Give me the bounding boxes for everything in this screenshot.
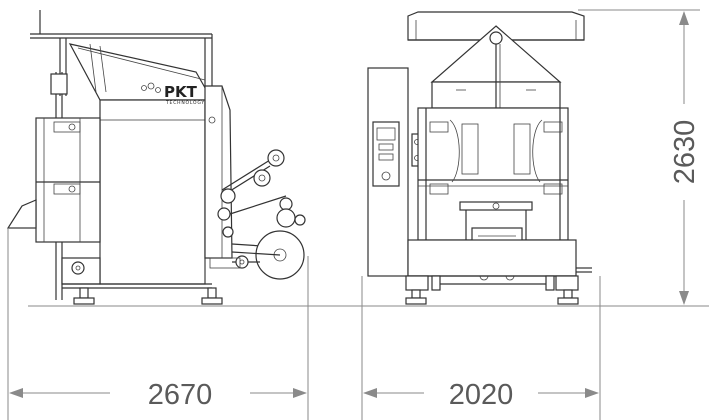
side-view-machine: PKT TECHNOLOGY bbox=[6, 10, 306, 305]
brand-logo: PKT TECHNOLOGY bbox=[141, 82, 205, 106]
brand-tagline: TECHNOLOGY bbox=[165, 100, 205, 106]
brand-name: PKT bbox=[164, 83, 198, 101]
dimension-length: 2670 bbox=[9, 379, 307, 411]
front-view-machine bbox=[367, 11, 592, 305]
dimension-height: 2630 bbox=[669, 11, 701, 305]
dimension-width: 2020 bbox=[363, 379, 599, 411]
dimension-width-label: 2020 bbox=[449, 379, 514, 411]
dimension-length-label: 2670 bbox=[148, 379, 213, 411]
dimension-height-label: 2630 bbox=[669, 120, 701, 185]
